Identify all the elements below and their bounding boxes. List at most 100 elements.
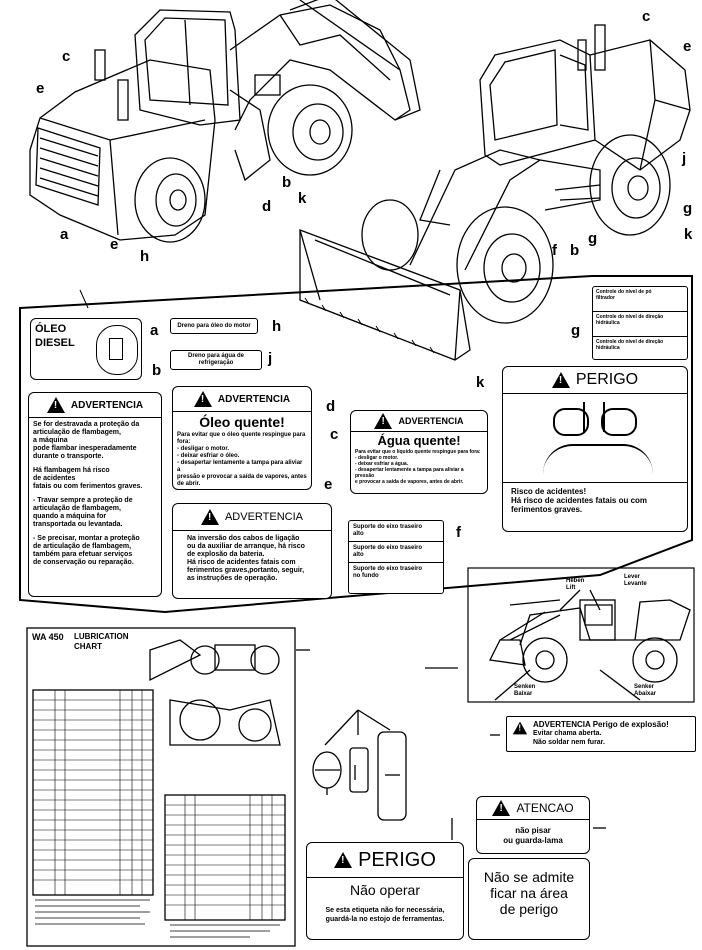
callout-g-right: g — [683, 200, 693, 217]
nivel-line: filtrador — [596, 295, 615, 301]
adv-b-line: de articulação de flambagem, — [33, 543, 132, 550]
warning-triangle-icon — [46, 397, 65, 413]
adv-e-line: Há risco de acidentes fatais com — [187, 559, 296, 566]
adv-b-line: transportada ou levantada. — [33, 521, 123, 528]
warning-triangle-icon — [492, 800, 511, 816]
perigo-bottom-line: Se esta etiqueta não for necessária, — [325, 907, 445, 914]
crush-hazard-icon — [503, 394, 687, 483]
suporte-line: Suporte do eixo traseiro — [353, 545, 423, 551]
adv-e-line: ou da auxiliar de arranque, há risco — [187, 543, 305, 550]
lift-label-lever: Lever — [624, 574, 641, 580]
callout-d-left: d — [262, 198, 272, 215]
atencao-header: ATENCAO — [516, 801, 574, 815]
callout-c-right: c — [642, 8, 651, 25]
decal-advertencia-b: ADVERTENCIA Se for destravada a proteção… — [28, 392, 162, 597]
adv-e-line: ferimentos graves,portanto, seguir, — [187, 567, 305, 574]
perigo-k-line: Há risco de acidentes fatais ou com — [511, 496, 648, 505]
nivel-line: Controle do nível de direção — [596, 339, 664, 345]
adv-b-line: de conservação ou reparação. — [33, 559, 134, 566]
suporte-line: alto — [353, 552, 364, 558]
label-j: j — [268, 350, 273, 367]
callout-j-right: j — [682, 150, 687, 167]
suporte-line: Suporte do eixo traseiro — [353, 566, 423, 572]
adv-b-line: de acidentes — [33, 475, 76, 482]
decal-explosion: ADVERTENCIA Perigo de explosão! Evitar c… — [506, 716, 696, 752]
adv-b-line: articulação de flambagem, — [33, 505, 121, 512]
perigo-bottom-header: PERIGO — [358, 848, 436, 871]
adv-e-line: as instruções de operação. — [187, 575, 278, 582]
callout-k-left: k — [298, 190, 307, 207]
nao-admite-line: de perigo — [499, 901, 559, 917]
warning-triangle-icon — [551, 372, 570, 388]
callout-b-right: b — [570, 242, 580, 259]
lift-label-baixar: Baixar — [514, 691, 533, 697]
decal-oleo-diesel: ÓLEO DIESEL — [30, 318, 142, 380]
adv-b-line: - Travar sempre a proteção de — [33, 497, 133, 504]
adv-b-line: durante o transporte. — [33, 453, 104, 460]
callout-k-right: k — [684, 226, 693, 243]
nivel-line: hidráulica — [596, 320, 620, 326]
adv-b-line: articulação de flambagem, — [33, 429, 121, 436]
nivel-line: Controle do nível de pó — [596, 289, 652, 295]
atencao-line: ou guarda-lama — [503, 836, 563, 845]
nao-operar-title: Não operar — [349, 882, 421, 898]
explosion-line: Não soldar nem furar. — [533, 739, 605, 746]
atencao-line: não pisar — [515, 826, 551, 835]
adv-c-line: - deixar esfriar a água. — [355, 461, 409, 467]
decal-advertencia-d: ADVERTENCIA Óleo quente! Para evitar que… — [172, 386, 312, 490]
advertencia-b-header: ADVERTENCIA — [70, 399, 144, 411]
label-f: f — [456, 524, 461, 541]
adv-c-line: - desapertar lentamente a tampa para ali… — [355, 467, 464, 479]
decal-drain-water: Dreno para água de refrigeração — [170, 350, 262, 370]
suporte-line: Suporte do eixo traseiro — [353, 524, 423, 530]
perigo-bottom-line: guardá-la no estojo de ferramentas. — [325, 916, 445, 923]
adv-d-line: - deixar esfriar o óleo. — [177, 453, 240, 459]
decal-advertencia-e: ADVERTENCIA Na inversão dos cabos de lig… — [172, 503, 332, 599]
callout-e-left: e — [36, 80, 45, 97]
lift-label-abaixar: Abaixar — [634, 691, 657, 697]
adv-c-line: e provocar a saída de vapores, antes de … — [355, 479, 464, 485]
callout-b-left: b — [282, 174, 292, 191]
warning-triangle-icon — [200, 509, 219, 525]
decal-perigo-k: PERIGO Risco de acidentes! Há risco de a… — [502, 366, 688, 532]
adv-d-line: pressão e provocar a saída de vapores, a… — [177, 474, 307, 487]
adv-b-line: a máquina — [33, 437, 68, 444]
lift-label-lift: Lift — [566, 585, 576, 591]
callout-f-right: f — [552, 242, 557, 259]
lift-label-senken: Senken — [514, 684, 536, 690]
adv-c-line: - desligar o motor. — [355, 455, 399, 461]
perigo-k-line: ferimentos graves. — [511, 505, 583, 514]
oleo-label: ÓLEO — [35, 323, 67, 335]
warning-triangle-icon — [512, 721, 528, 735]
perigo-k-line: Risco de acidentes! — [511, 487, 587, 496]
label-g: g — [571, 322, 581, 339]
nao-admite-line: ficar na área — [490, 885, 568, 901]
callout-e-left-2: e — [110, 236, 119, 253]
adv-b-line: Há flambagem há risco — [33, 467, 110, 474]
agua-quente-title: Água quente! — [377, 433, 461, 448]
lift-label-senker: Senker — [634, 684, 655, 690]
warning-triangle-icon — [374, 413, 393, 429]
callout-e-right: e — [683, 38, 692, 55]
adv-b-line: também para efetuar serviços — [33, 551, 133, 558]
nivel-line: hidráulica — [596, 345, 620, 351]
lift-label-levante: Levante — [624, 581, 647, 587]
perigo-k-header: PERIGO — [575, 371, 639, 388]
adv-d-line: - desligar o motor. — [177, 446, 230, 452]
adv-b-line: pode flambar inesperadamente — [33, 445, 137, 452]
explosion-header: ADVERTENCIA — [533, 720, 591, 729]
decal-drain-oil: Dreno para óleo do motor — [170, 318, 258, 334]
label-d: d — [326, 398, 336, 415]
explosion-line: Evitar chama aberta. — [533, 730, 602, 737]
adv-d-line: Para evitar que o óleo quente respingue … — [177, 432, 306, 445]
decal-suporte-f: Suporte do eixo traseiro alto Suporte do… — [348, 520, 444, 594]
lub-chart-title-2: CHART — [74, 642, 102, 651]
warning-triangle-icon — [193, 391, 212, 407]
adv-c-line: Para evitar que o líquido quente resping… — [355, 449, 481, 455]
nivel-line: Controle do nível de direção — [596, 314, 664, 320]
adv-d-line: - desapertar lentamente a tampa para ali… — [177, 460, 303, 473]
advertencia-e-header: ADVERTENCIA — [224, 511, 304, 523]
callout-h-left: h — [140, 248, 150, 265]
suporte-line: no fundo — [353, 573, 379, 579]
adv-e-line: Na inversão dos cabos de ligação — [187, 535, 300, 542]
